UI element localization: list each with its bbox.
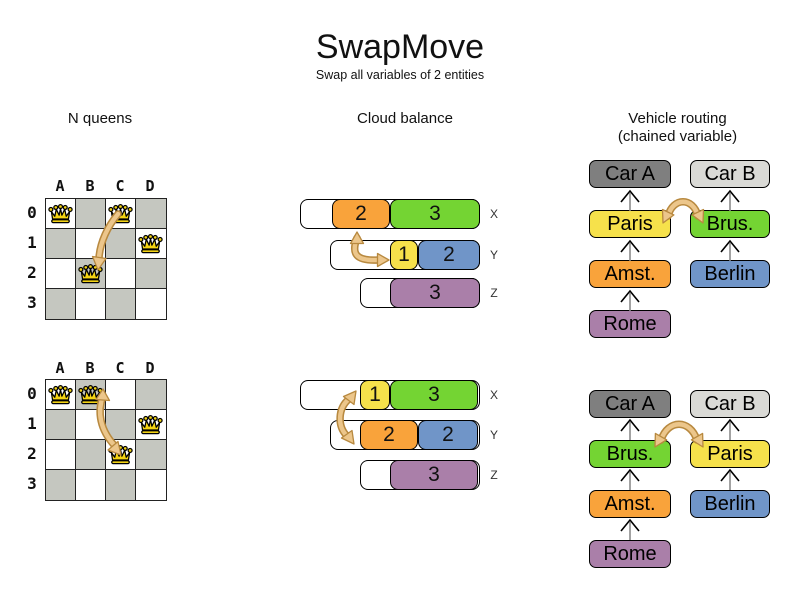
col-label: C [115,359,125,377]
board-cell [106,259,136,289]
row-label: 1 [27,414,37,433]
queen-icon [138,415,163,435]
process-block: 3 [390,278,480,308]
chain-arrow-icon [720,189,740,211]
swap-arrow-icon [91,210,122,271]
board-cell [46,289,76,319]
board-cell [76,289,106,319]
row-label: 1 [27,233,37,252]
col-label: A [55,359,65,377]
board-cell [76,440,106,470]
process-block: 2 [418,420,478,450]
process-block: 3 [390,380,478,410]
board-cell [136,289,166,319]
chain-node: Car B [690,160,770,188]
row-label: 3 [27,293,37,312]
process-block: 1 [390,240,418,270]
process-block: 2 [418,240,480,270]
chain-node: Amst. [589,260,671,288]
swap-arrow-icon [349,231,390,268]
col-label: B [85,359,95,377]
col-label: A [55,177,65,195]
board-cell [136,199,166,229]
board-cell [76,470,106,500]
col-label: D [145,359,155,377]
row-label: 2 [27,444,37,463]
chain-node: Rome [589,540,671,568]
page-subtitle: Swap all variables of 2 entities [315,68,485,82]
queen-icon [138,234,163,254]
chain-arrow-icon [620,418,640,440]
row-label: 3 [27,474,37,493]
board-cell [46,259,76,289]
chain-node: Berlin [690,490,770,518]
board-cell [136,440,166,470]
process-block: 1 [360,380,390,410]
queen-icon [48,385,73,405]
board-cell [46,229,76,259]
vehicle-routing-header: Vehicle routing [628,110,727,127]
col-label: B [85,177,95,195]
process-block: 3 [390,460,478,490]
chain-arrow-icon [620,239,640,261]
queen-icon [48,204,73,224]
chain-node: Amst. [589,490,671,518]
board-cell [106,470,136,500]
board-cell [46,440,76,470]
row-label: 0 [27,203,37,222]
row-label: 0 [27,384,37,403]
board-cell [46,410,76,440]
chain-node: Rome [589,310,671,338]
chain-arrow-icon [620,468,640,490]
chain-arrow-icon [620,189,640,211]
page-title: SwapMove [315,28,485,66]
chain-arrow-icon [720,239,740,261]
swap-arrow-icon [654,420,704,448]
chain-node: Car A [589,390,671,418]
board-cell [106,380,136,410]
swap-arrow-icon [661,198,705,224]
process-block: 2 [360,420,418,450]
board-cell [106,229,136,259]
board-cell [136,470,166,500]
computer-label: Z [490,286,498,300]
col-label: D [145,177,155,195]
nqueens-header: N queens [67,110,133,127]
chain-node: Car B [690,390,770,418]
board-cell [46,470,76,500]
computer-label: Z [490,468,498,482]
computer-label: X [489,207,498,221]
chain-node: Car A [589,160,671,188]
vehicle-routing-subheader: (chained variable) [617,128,738,145]
row-label: 2 [27,263,37,282]
process-block: 2 [332,199,390,229]
board-cell [136,380,166,410]
board-cell [76,199,106,229]
process-block: 3 [390,199,480,229]
cloud-balance-header: Cloud balance [357,110,453,127]
swap-arrow-icon [95,388,122,456]
computer-label: Y [489,248,498,262]
computer-label: X [489,388,498,402]
chain-node: Paris [690,440,770,468]
chain-arrow-icon [620,518,640,540]
board-cell [106,289,136,319]
chain-arrow-icon [720,468,740,490]
chain-arrow-icon [620,289,640,311]
chain-node: Berlin [690,260,770,288]
computer-label: Y [489,428,498,442]
swap-arrow-icon [336,390,357,445]
col-label: C [115,177,125,195]
chain-arrow-icon [720,418,740,440]
board-cell [136,259,166,289]
